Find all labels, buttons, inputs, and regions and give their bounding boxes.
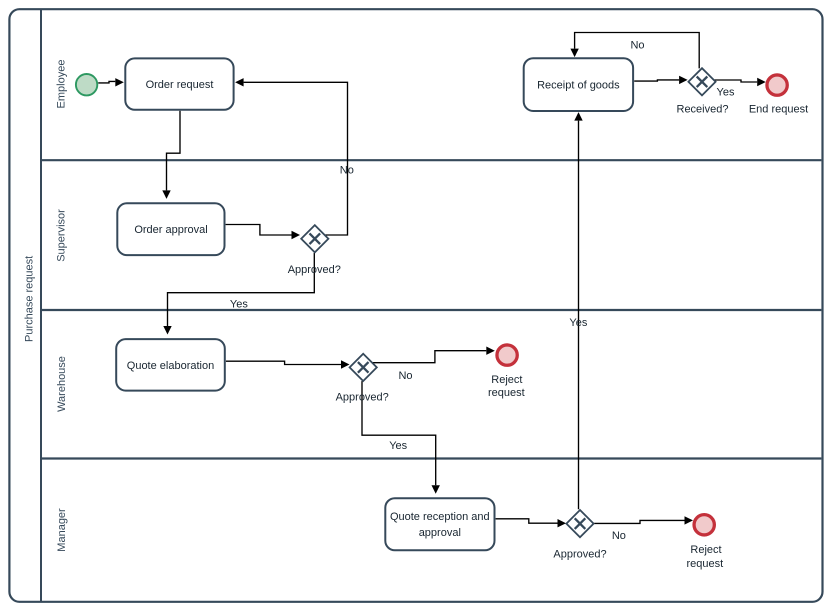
svg-text:request: request [686, 558, 723, 570]
svg-text:Manager: Manager [56, 508, 68, 552]
svg-text:Quote elaboration: Quote elaboration [127, 360, 214, 372]
svg-text:Reject: Reject [690, 544, 721, 556]
svg-text:No: No [630, 40, 644, 52]
svg-text:Yes: Yes [569, 317, 587, 329]
svg-text:No: No [340, 164, 354, 176]
svg-text:Purchase request: Purchase request [23, 256, 35, 342]
svg-text:Approved?: Approved? [553, 548, 606, 560]
svg-text:Approved?: Approved? [336, 392, 389, 404]
svg-text:Quote reception and: Quote reception and [390, 511, 490, 523]
svg-text:Yes: Yes [389, 440, 407, 452]
svg-text:Order request: Order request [146, 79, 214, 91]
svg-text:Warehouse: Warehouse [56, 356, 68, 412]
svg-text:Approved?: Approved? [288, 264, 341, 276]
svg-text:No: No [612, 530, 626, 542]
svg-text:Employee: Employee [56, 60, 68, 109]
svg-text:Yes: Yes [717, 87, 735, 99]
svg-text:Reject: Reject [491, 374, 522, 386]
svg-text:End request: End request [749, 104, 808, 116]
svg-text:Order approval: Order approval [134, 224, 207, 236]
svg-text:Receipt of goods: Receipt of goods [537, 80, 620, 92]
svg-text:Supervisor: Supervisor [56, 209, 68, 262]
svg-text:Yes: Yes [230, 299, 248, 311]
svg-text:request: request [488, 387, 525, 399]
svg-text:Received?: Received? [677, 104, 729, 116]
svg-text:No: No [398, 370, 412, 382]
svg-text:approval: approval [419, 527, 461, 539]
